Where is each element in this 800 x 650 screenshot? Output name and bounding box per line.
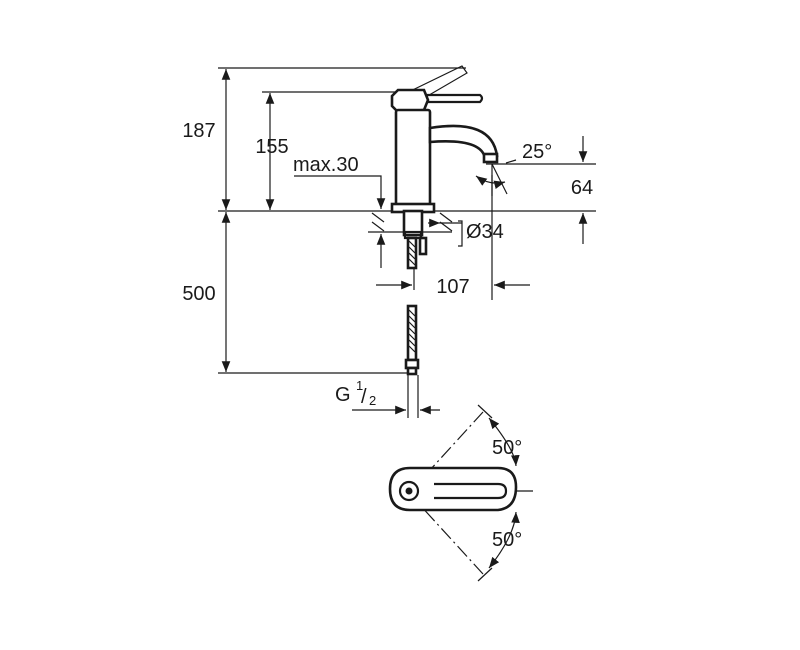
spout-angle-arc — [475, 175, 506, 189]
hose-upper — [406, 236, 418, 270]
hose-lower-braid — [408, 309, 416, 353]
top-view-body — [388, 466, 518, 512]
aerator — [482, 152, 499, 164]
lever-cap — [390, 88, 430, 114]
dim-64-label: 64 — [571, 177, 593, 199]
faucet-top-view — [388, 404, 533, 582]
connection-slash: / — [361, 386, 367, 408]
lever-angle-bottom-label: 50° — [492, 529, 522, 551]
dim-diameter-bracket — [458, 220, 463, 247]
dim-107-label: 107 — [436, 276, 469, 298]
connection-numerator: 1 — [356, 378, 363, 393]
dim-155-label: 155 — [255, 136, 288, 158]
lever-closed-outline — [424, 93, 484, 104]
mounting-shank — [402, 209, 424, 237]
top-view-lever-slot — [434, 482, 508, 500]
connection-denominator: 2 — [369, 393, 376, 408]
top-view-outlet-ring — [398, 480, 420, 502]
hose-upper-braid — [408, 240, 416, 266]
connection-letter: G — [335, 384, 351, 406]
dim-max30-leader — [294, 175, 386, 209]
lever-open-outline — [391, 65, 468, 113]
hose-fitting-thread — [406, 366, 418, 376]
top-view-outlet-dot — [405, 487, 413, 495]
hose-secondary — [418, 236, 428, 256]
dim-diameter-label: Ø34 — [466, 221, 504, 243]
dim-187-label: 187 — [182, 120, 215, 142]
faucet-body — [394, 108, 432, 208]
lever-angle-top-label: 50° — [492, 437, 522, 459]
spout-stream-axis-angled — [491, 163, 508, 195]
lever-angle-arc-top — [488, 417, 520, 467]
faucet-side-view — [390, 65, 499, 376]
spout-angle-leader — [505, 159, 517, 164]
dim-max30-label: max.30 — [293, 154, 359, 176]
lever-angle-arc-bottom — [488, 511, 520, 569]
lever-axis-bottom-tick — [477, 567, 493, 582]
dim-500-label: 500 — [182, 283, 215, 305]
lever-axis-top-tick — [477, 404, 493, 419]
dim-spout-angle-label: 25° — [522, 141, 552, 163]
